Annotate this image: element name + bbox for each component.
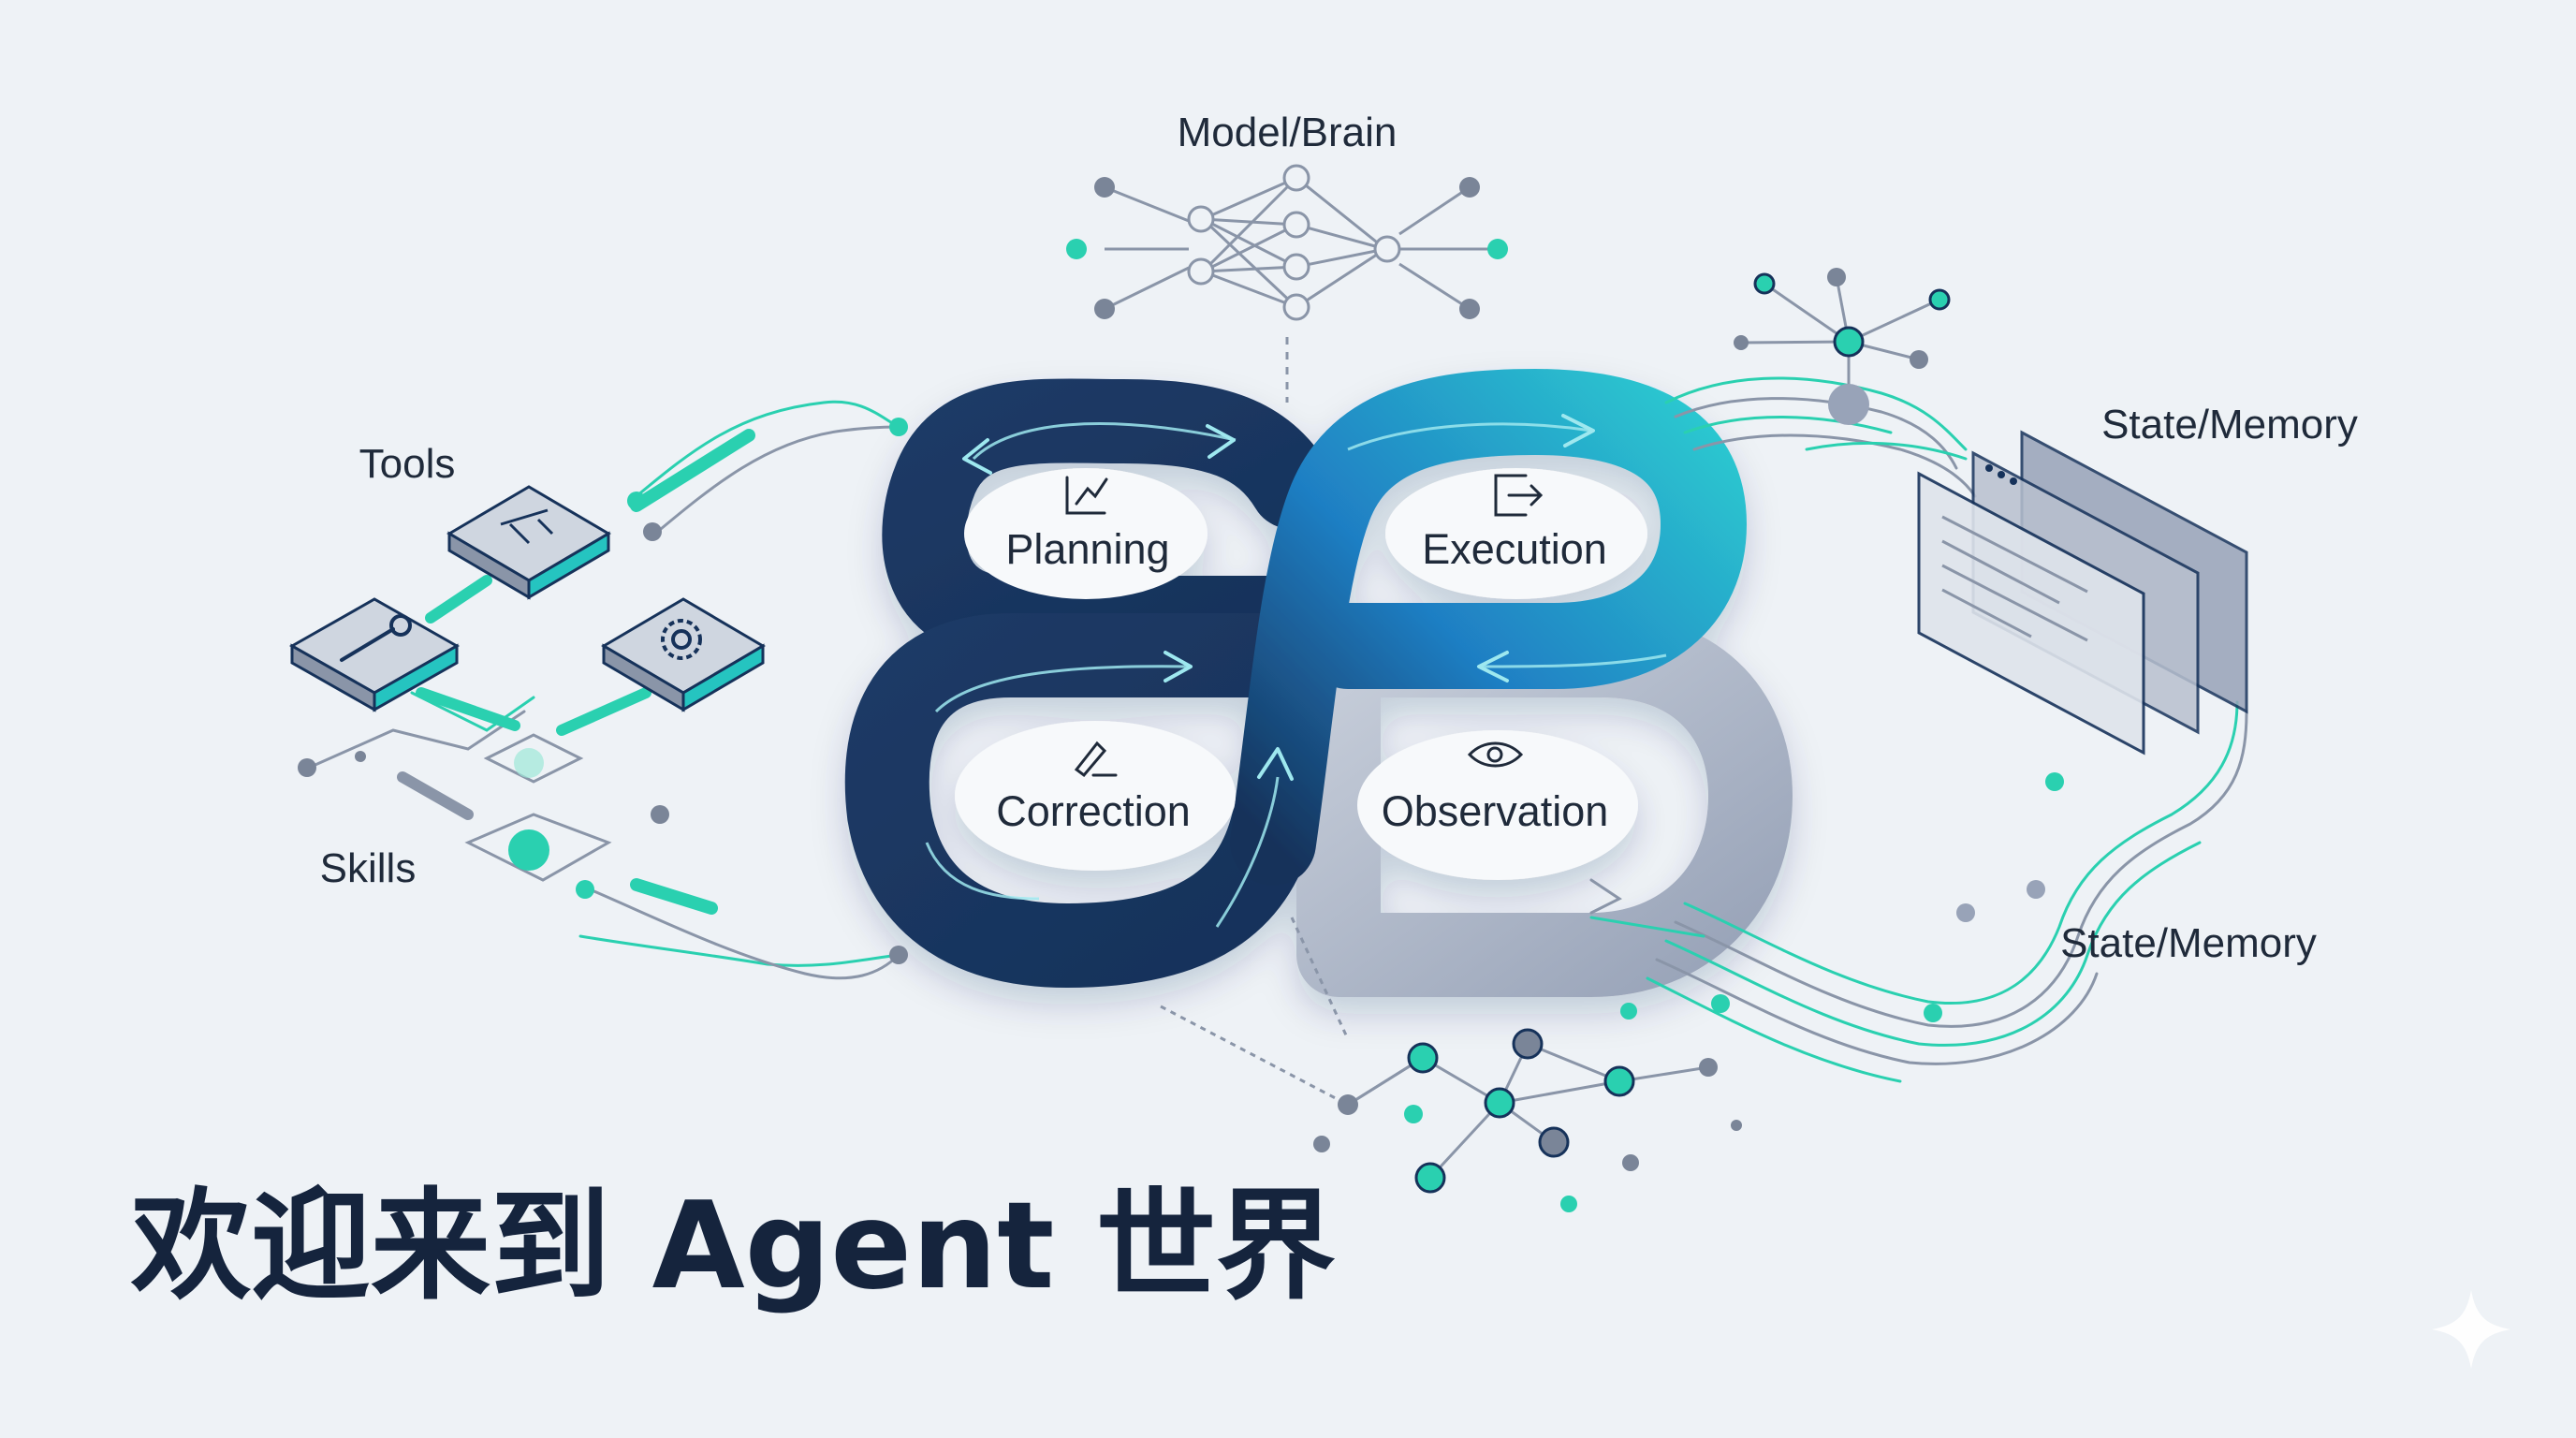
tool-tile-gear [601,597,766,712]
correction-icon [1074,741,1118,778]
memory-panels [1917,430,2248,756]
skills-label: Skills [320,845,417,891]
planning-icon [1065,476,1108,515]
memory-network-top [1734,268,1951,425]
bottom-network [1160,917,1742,1212]
tool-tile-layout [446,485,611,600]
gear-icon [661,619,702,660]
loop-observation-ring [1296,613,1793,997]
page-title: 欢迎来到 Agent 世界 [130,1177,1336,1316]
observation-label: Observation [1382,787,1609,835]
agent-loop [844,368,1793,997]
loop-correction-ring [844,613,1315,989]
planning-label: Planning [1005,525,1169,573]
tools-label: Tools [359,441,456,487]
tools-connectors [307,400,900,980]
execution-label: Execution [1422,525,1607,573]
state-memory-bottom-label: State/Memory [2060,920,2317,966]
model-brain-label: Model/Brain [1178,110,1398,155]
model-brain-network [1066,164,1508,403]
correction-label: Correction [996,787,1191,835]
loop-execution-ring [1230,368,1748,886]
sparkle-icon [2432,1290,2510,1369]
layout-icon [500,508,554,545]
wrench-icon [340,614,412,662]
tool-tile-wrench [288,597,461,712]
state-memory-top-label: State/Memory [2101,402,2358,448]
observation-icon [1467,741,1524,768]
execution-icon [1494,474,1544,517]
skills-node [508,829,549,871]
